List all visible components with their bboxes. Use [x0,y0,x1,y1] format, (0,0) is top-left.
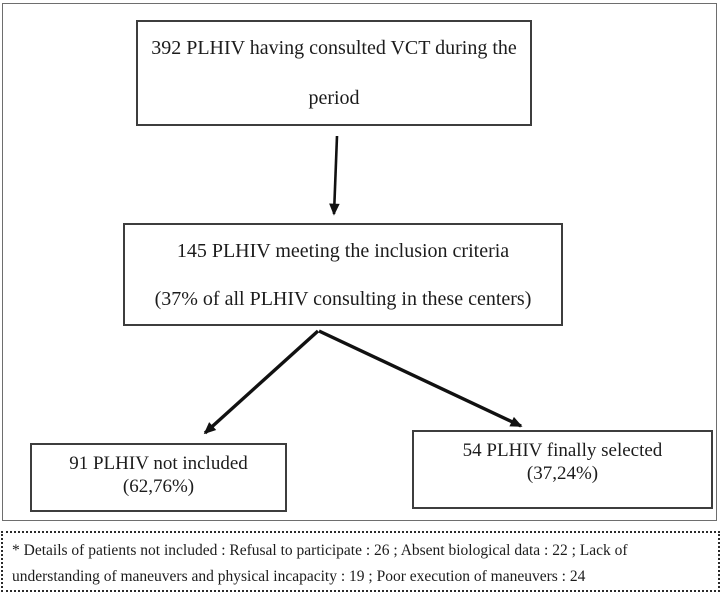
footnote-details-not-included: * Details of patients not included : Ref… [1,531,720,592]
box-54-line2: (37,24%) [526,462,599,484]
box-392-line1: 392 PLHIV having consulted VCT during th… [151,37,517,59]
footnote-line1: * Details of patients not included : Ref… [12,542,628,559]
footnote-line2: understanding of maneuvers and physical … [12,568,586,585]
box-54-finally-selected: 54 PLHIV finally selected (37,24%) [412,430,713,509]
box-91-not-included: 91 PLHIV not included (62,76%) [30,443,287,512]
box-54-line1: 54 PLHIV finally selected [462,439,663,461]
box-392-consulted: 392 PLHIV having consulted VCT during th… [136,20,532,126]
box-392-line2: period [308,87,360,109]
box-145-line2: (37% of all PLHIV consulting in these ce… [154,287,532,310]
box-91-line1: 91 PLHIV not included [69,452,248,474]
box-145-line1: 145 PLHIV meeting the inclusion criteria [176,239,510,262]
box-91-line2: (62,76%) [122,475,195,497]
diagram-frame [2,3,717,521]
box-145-inclusion-criteria: 145 PLHIV meeting the inclusion criteria… [123,223,563,326]
